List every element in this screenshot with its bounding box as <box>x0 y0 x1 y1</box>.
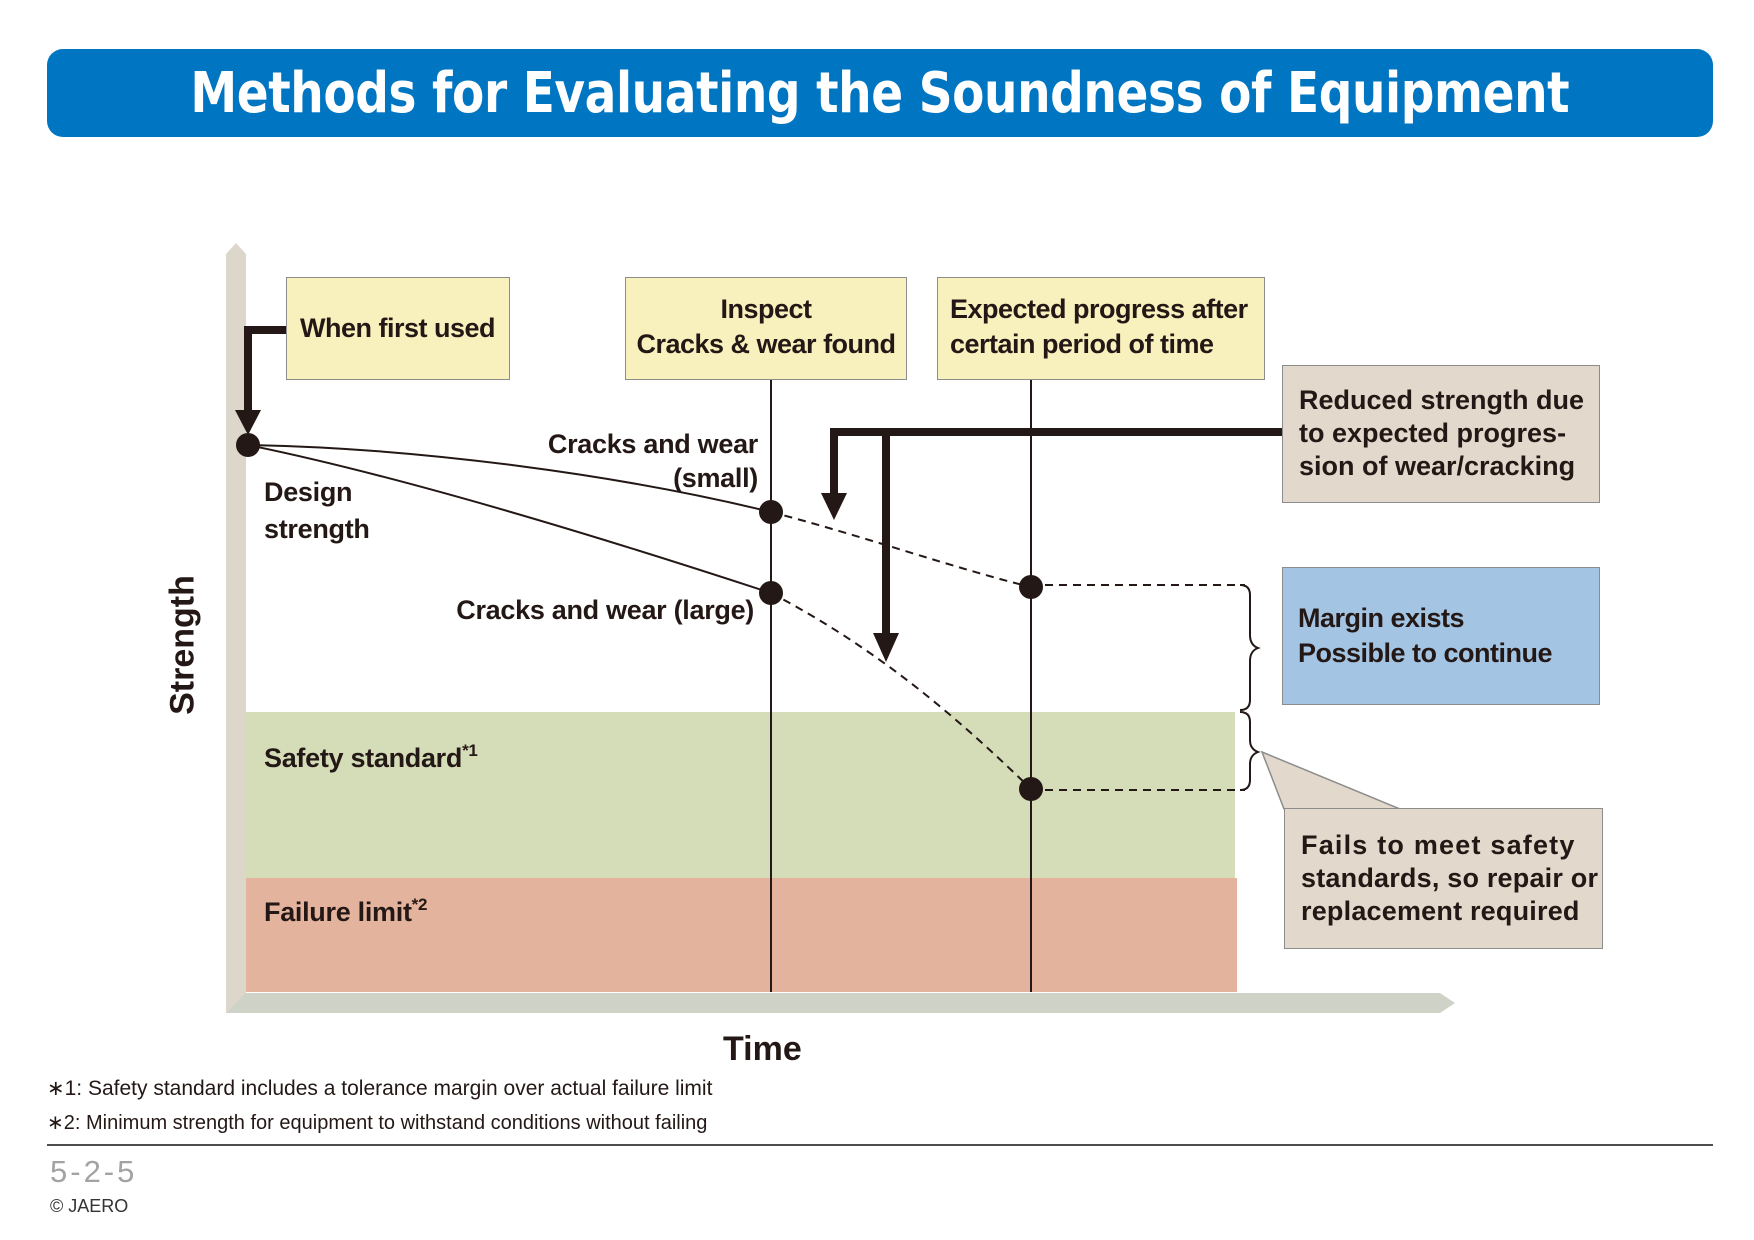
x-axis-title: Time <box>723 1030 802 1068</box>
title-banner: Methods for Evaluating the Soundness of … <box>47 49 1713 137</box>
x-axis <box>226 993 1455 1013</box>
expected-small-point <box>1019 575 1043 599</box>
when-first-used-text: When first used <box>300 312 496 343</box>
fails-callout-pointer <box>1260 750 1401 810</box>
safety-standard-text: Safety standard <box>264 743 463 773</box>
reduced-arrowhead-small <box>821 493 847 520</box>
expected-line-2: certain period of time <box>950 329 1214 360</box>
expected-large-point <box>1019 777 1043 801</box>
footnote-2: ∗2: Minimum strength for equipment to wi… <box>47 1112 708 1134</box>
failure-limit-label: Failure limit*2 <box>264 896 427 930</box>
figure-number: 5-2-5 <box>50 1154 138 1189</box>
design-strength-line-1: Design <box>264 477 353 507</box>
safety-standard-mark: *1 <box>462 741 478 760</box>
y-axis-title: Strength <box>163 575 202 715</box>
y-axis <box>226 243 246 1013</box>
reduced-line-1: Reduced strength due <box>1299 385 1585 415</box>
reduced-strength-box: Reduced strength due to expected progres… <box>1282 365 1600 503</box>
design-strength-point <box>236 433 260 457</box>
expected-progress-box: Expected progress after certain period o… <box>937 277 1265 380</box>
projection-small-wear <box>770 511 1032 588</box>
fails-line-1: Fails to meet safety <box>1301 830 1576 860</box>
inspect-box: Inspect Cracks & wear found <box>625 277 907 380</box>
fails-line-3: replacement required <box>1301 895 1580 926</box>
reduced-arrowhead-large <box>873 633 899 662</box>
inspect-small-point <box>759 500 783 524</box>
footnote-1: ∗1: Safety standard includes a tolerance… <box>47 1077 713 1100</box>
curve-small-wear <box>247 444 772 513</box>
cracks-small-line-2: (small) <box>673 462 758 493</box>
reduced-strength-arrow-line <box>830 428 1282 635</box>
failure-limit-mark: *2 <box>411 895 428 914</box>
cracks-small-label: Cracks and wear (small) <box>548 428 758 496</box>
first-used-arrow-line <box>244 326 286 412</box>
cracks-large-label: Cracks and wear (large) <box>456 595 754 625</box>
when-first-used-box: When first used <box>286 277 510 380</box>
reduced-line-3: sion of wear/cracking <box>1299 450 1576 481</box>
design-strength-line-2: strength <box>264 514 370 545</box>
margin-line-1: Margin exists <box>1298 603 1465 633</box>
copyright: © JAERO <box>50 1196 129 1216</box>
projection-large-wear <box>770 592 1032 790</box>
failure-limit-text: Failure limit <box>264 897 412 927</box>
fails-line-2: standards, so repair or <box>1301 862 1599 893</box>
margin-line-2: Possible to continue <box>1298 638 1553 669</box>
inspect-line-1: Inspect <box>720 294 812 324</box>
margin-brace <box>1239 584 1261 711</box>
failure-limit-band <box>246 878 1237 992</box>
fails-safety-box: Fails to meet safety standards, so repai… <box>1284 808 1603 949</box>
reduced-line-2: to expected progres- <box>1299 417 1567 448</box>
shortfall-brace <box>1239 711 1261 791</box>
footer-divider <box>47 1144 1713 1146</box>
inspect-large-point <box>759 581 783 605</box>
design-strength-label: Design strength <box>264 474 370 549</box>
expected-line-1: Expected progress after <box>950 294 1248 324</box>
margin-exists-box: Margin exists Possible to continue <box>1282 567 1600 705</box>
first-used-arrowhead <box>235 410 261 435</box>
cracks-small-line-1: Cracks and wear <box>547 429 758 459</box>
inspect-line-2: Cracks & wear found <box>636 329 896 360</box>
curve-large-wear <box>247 444 772 594</box>
safety-standard-label: Safety standard*1 <box>264 742 478 776</box>
safety-standard-band <box>246 712 1235 878</box>
page-title: Methods for Evaluating the Soundness of … <box>190 60 1570 126</box>
